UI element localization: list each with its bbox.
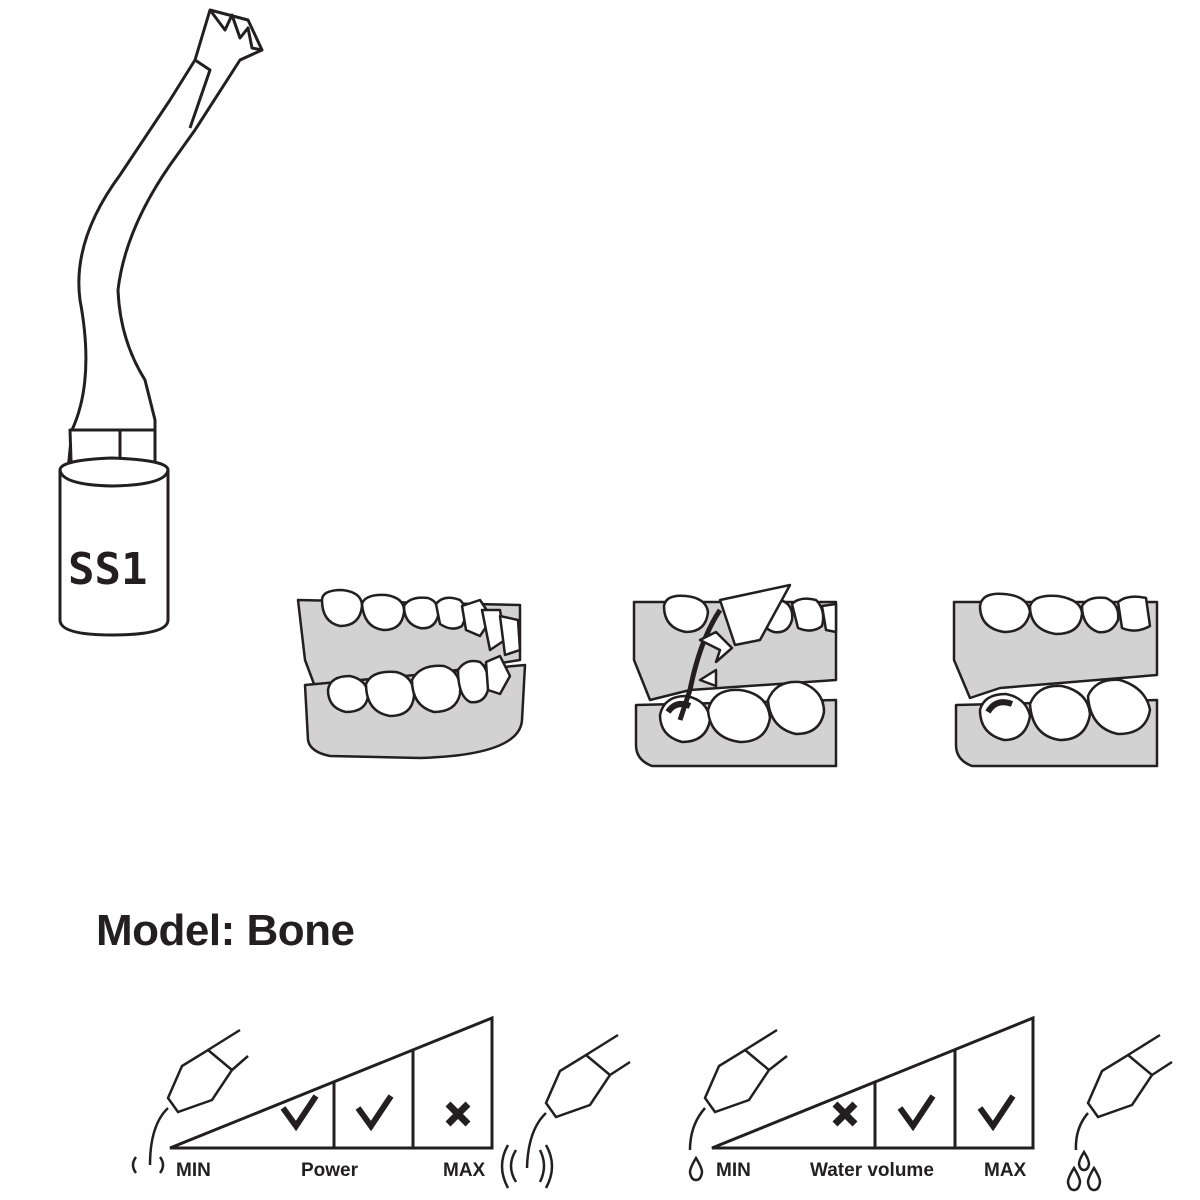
check-icon xyxy=(897,1094,936,1132)
handpiece-low-icon xyxy=(131,1028,249,1174)
water-label: Water volume xyxy=(810,1160,934,1181)
check-icon xyxy=(280,1094,319,1132)
power-scale xyxy=(131,1015,631,1189)
water-max-label: MAX xyxy=(984,1160,1027,1181)
handpiece-high-icon xyxy=(500,1033,631,1189)
power-label: Power xyxy=(301,1160,359,1181)
check-icon xyxy=(355,1094,394,1132)
teeth-panel-cutting xyxy=(632,583,838,768)
handpiece-low-water-icon xyxy=(688,1028,788,1182)
check-icon xyxy=(977,1094,1016,1132)
teeth-panel-before xyxy=(296,588,527,760)
water-triangle xyxy=(711,1015,1035,1150)
model-title: Model: Bone xyxy=(96,906,355,955)
power-min-label: MIN xyxy=(176,1160,211,1181)
cross-icon xyxy=(832,1101,858,1127)
power-triangle xyxy=(169,1015,494,1150)
tool-code-label: SS1 xyxy=(68,544,147,595)
teeth-panel-after xyxy=(952,592,1159,768)
ss1-tool-illustration: SS1 xyxy=(58,8,264,637)
water-scale xyxy=(688,1015,1173,1192)
power-max-label: MAX xyxy=(443,1160,486,1181)
water-min-label: MIN xyxy=(716,1160,751,1181)
handpiece-high-water-icon xyxy=(1066,1033,1173,1192)
cross-icon xyxy=(445,1101,471,1127)
